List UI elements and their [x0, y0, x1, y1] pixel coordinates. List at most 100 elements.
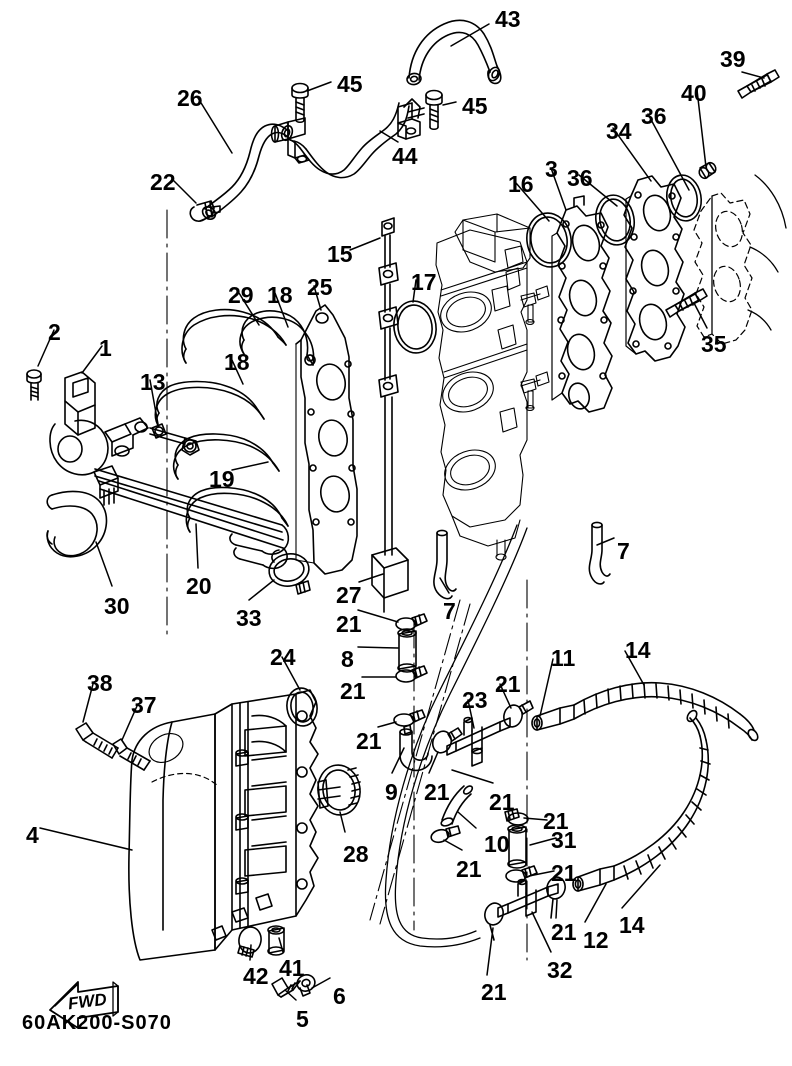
- part-callout-1: 1: [99, 335, 112, 361]
- diagram-code-label: 60AK200-S070: [22, 1012, 172, 1034]
- part-callout-21: 21: [340, 678, 366, 704]
- clamp-21-i: [484, 902, 504, 941]
- part-callout-26: 26: [177, 85, 203, 111]
- part-callout-33: 33: [236, 605, 262, 631]
- part-callout-45: 45: [462, 93, 488, 119]
- part-callout-18: 18: [224, 349, 250, 375]
- part-callout-21: 21: [551, 860, 577, 886]
- part-callout-21: 21: [543, 808, 569, 834]
- part-callout-30: 30: [104, 593, 130, 619]
- part-callout-3: 3: [545, 156, 558, 182]
- part-callout-17: 17: [411, 269, 437, 295]
- part-callout-42: 42: [243, 963, 269, 989]
- hose-19: [172, 433, 280, 480]
- rod-15: [378, 217, 399, 398]
- part-callout-4: 4: [26, 822, 39, 848]
- nozzle-11: [531, 704, 575, 731]
- hose-43: [406, 19, 502, 86]
- leader-lines: [37, 23, 765, 1001]
- part-callout-29: 29: [228, 282, 254, 308]
- bolt-39: [737, 69, 780, 99]
- part-callout-36: 36: [641, 103, 667, 129]
- plate-25: [295, 304, 358, 575]
- bolt-45-right: [425, 89, 443, 131]
- tube-31: [507, 824, 527, 869]
- hose-7-left: [433, 529, 457, 600]
- part-callout-45: 45: [337, 71, 363, 97]
- phantom-lines: [166, 209, 528, 961]
- clamp-22: [189, 200, 221, 222]
- clamp-21-f: [430, 825, 461, 844]
- part-callout-7: 7: [443, 598, 456, 624]
- part-callout-32: 32: [547, 957, 573, 983]
- oring-36-a: [594, 194, 636, 246]
- part-callout-40: 40: [681, 80, 707, 106]
- clamp-28: [317, 764, 361, 816]
- part-callout-13: 13: [140, 369, 166, 395]
- sensor-27: [371, 396, 409, 613]
- part-callout-27: 27: [336, 582, 362, 608]
- clamp-21-h: [505, 865, 538, 883]
- part-callout-21: 21: [456, 856, 482, 882]
- clamp-21-a: [395, 613, 428, 631]
- part-callout-15: 15: [327, 241, 353, 267]
- part-callout-44: 44: [392, 143, 418, 169]
- part-callout-21: 21: [551, 919, 577, 945]
- clamp-21-j: [546, 876, 566, 919]
- clamp-21-b: [395, 665, 428, 683]
- hose-7-right: [588, 521, 611, 585]
- intake-silencer-4: [128, 689, 319, 961]
- part-callout-24: 24: [270, 644, 296, 670]
- clamp-42: [237, 926, 262, 958]
- part-callout-10: 10: [484, 831, 510, 857]
- bolt-35: [665, 288, 708, 318]
- part-callout-14: 14: [625, 637, 651, 663]
- hose-29: [181, 308, 287, 364]
- part-callout-23: 23: [462, 687, 488, 713]
- part-callout-28: 28: [343, 841, 369, 867]
- bolt-5: [271, 977, 301, 998]
- bolt-37: [112, 738, 151, 771]
- engine-block-center: [435, 213, 550, 561]
- hose-18-upper: [239, 310, 316, 366]
- part-callout-21: 21: [489, 789, 515, 815]
- part-callout-41: 41: [279, 955, 305, 981]
- plate-3: [551, 195, 613, 413]
- part-callout-14: 14: [619, 912, 645, 938]
- bushing-41: [267, 925, 285, 956]
- part-callout-37: 37: [131, 692, 157, 718]
- part-callout-25: 25: [307, 274, 333, 300]
- part-callout-21: 21: [336, 611, 362, 637]
- part-callout-6: 6: [333, 983, 346, 1009]
- bolt-38: [75, 722, 119, 759]
- part-callout-39: 39: [720, 46, 746, 72]
- part-callout-12: 12: [583, 927, 609, 953]
- part-callout-22: 22: [150, 169, 176, 195]
- hose-18-lower: [154, 380, 265, 428]
- washer-6: [296, 974, 316, 997]
- corrugated-hose-14-lower: [613, 709, 711, 881]
- part-callout-35: 35: [701, 331, 727, 357]
- part-callout-11: 11: [551, 645, 576, 671]
- nozzle-12: [572, 865, 615, 892]
- part-callout-21: 21: [424, 779, 450, 805]
- part-callout-36: 36: [567, 165, 593, 191]
- part-callout-21: 21: [356, 728, 382, 754]
- part-callout-21: 21: [495, 671, 521, 697]
- hose-10: [440, 785, 474, 827]
- part-callout-9: 9: [385, 779, 398, 805]
- oring-36-b: [665, 174, 703, 222]
- part-callout-7: 7: [617, 538, 630, 564]
- hose-20-bundle: [94, 468, 290, 570]
- hose-long-sweep: [384, 524, 528, 948]
- part-callout-20: 20: [186, 573, 212, 599]
- corrugated-hose-14-upper: [573, 681, 759, 742]
- part-callout-18: 18: [267, 282, 293, 308]
- part-callout-16: 16: [508, 171, 534, 197]
- part-callout-2: 2: [48, 319, 61, 345]
- bolt-45-left: [291, 82, 309, 124]
- part-callout-38: 38: [87, 670, 113, 696]
- valve-1: [49, 371, 200, 506]
